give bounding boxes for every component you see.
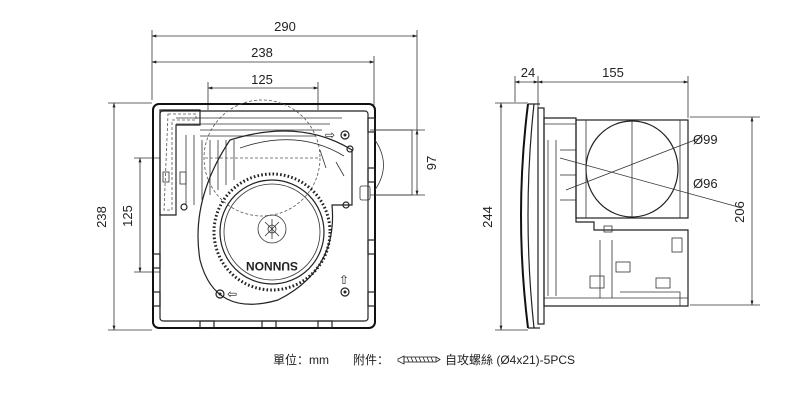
dim-height-side-right-label: 206	[732, 201, 747, 223]
duct-collar	[559, 119, 743, 219]
duct-collar-body	[575, 119, 689, 219]
side-flange	[537, 107, 545, 325]
dim-offset-right-label: 97	[424, 156, 439, 170]
dim-overall-width: 290	[151, 19, 418, 130]
dim-depth-body-label: 155	[602, 65, 624, 80]
svg-text:⇨: ⇨	[325, 128, 335, 142]
dim-height-left: 238	[94, 102, 152, 331]
left-duct-channel	[159, 109, 201, 216]
svg-text:⇦: ⇦	[227, 287, 237, 301]
accessory-label: 附件：	[353, 353, 389, 367]
brand-label: SUNNON	[246, 259, 298, 273]
duct-circle-hidden	[203, 99, 321, 217]
svg-text:⇧: ⇧	[339, 273, 349, 287]
duct-outer-label: Ø99	[693, 132, 718, 147]
direction-arrows: ⇨ ⇦ ⇧	[227, 128, 349, 301]
dim-depth-front-label: 24	[521, 65, 535, 80]
unit-label: 單位：mm	[273, 352, 329, 367]
dim-height-inner-label: 125	[120, 205, 135, 227]
front-view: 290 238 125 97 238	[94, 19, 439, 331]
dim-height-left-label: 238	[94, 206, 109, 228]
blower-housing	[197, 130, 353, 305]
side-view: 24 155 244 206	[480, 65, 760, 331]
duct-inner-label: Ø96	[693, 176, 718, 191]
dim-body-width-label: 238	[251, 45, 273, 60]
footer-note: 單位：mm 附件： 自攻螺絲 (Ø4x21)-5PCS	[273, 352, 575, 367]
impeller: SUNNON	[212, 172, 332, 292]
dim-depth-front: 24	[514, 65, 539, 118]
frame-tabs	[152, 117, 376, 329]
dim-height-inner: 125	[120, 157, 160, 273]
grille-profile	[520, 103, 529, 329]
top-grille	[176, 117, 342, 137]
dim-duct-spacing-label: 125	[251, 72, 273, 87]
dim-depth-body: 155	[537, 65, 689, 118]
front-duct-outline	[375, 129, 413, 196]
louvre-slats	[185, 135, 235, 205]
dim-height-side-left: 244	[480, 102, 528, 331]
accessory-text: 自攻螺絲 (Ø4x21)-5PCS	[445, 352, 575, 367]
screw-icon	[397, 355, 441, 365]
dim-body-width: 238	[151, 45, 375, 105]
dim-duct-spacing: 125	[207, 72, 319, 110]
dim-height-side-left-label: 244	[480, 206, 495, 228]
screw-holes	[180, 130, 354, 299]
dim-overall-width-label: 290	[274, 19, 296, 34]
dim-offset-right: 97	[370, 129, 439, 196]
housing-ribs	[547, 140, 683, 306]
